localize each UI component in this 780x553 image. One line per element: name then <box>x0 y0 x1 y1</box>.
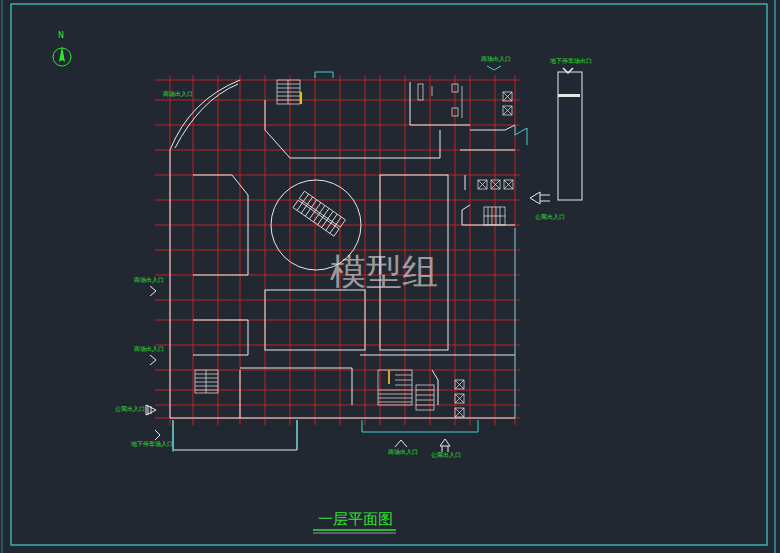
watermark: 模型组 <box>330 254 438 290</box>
entrance-label: 商场出入口 <box>163 91 193 97</box>
entrance-label: 商场出入口 <box>388 449 418 455</box>
north-label: N <box>58 32 64 40</box>
entrance-label: 公寓出入口 <box>431 452 461 458</box>
entrance-label: 商场出入口 <box>134 346 164 352</box>
entrance-label: 公寓出入口 <box>535 214 565 220</box>
drawing-title: 一层平面图 <box>318 512 393 527</box>
entrance-label: 商场出入口 <box>134 277 164 283</box>
entrance-label: 公寓出入口 <box>115 406 145 412</box>
exit-label: 地下停车场出口 <box>550 58 592 64</box>
entrance-label: 地下停车场入口 <box>131 441 173 447</box>
entrance-label: 商场出入口 <box>481 56 511 62</box>
